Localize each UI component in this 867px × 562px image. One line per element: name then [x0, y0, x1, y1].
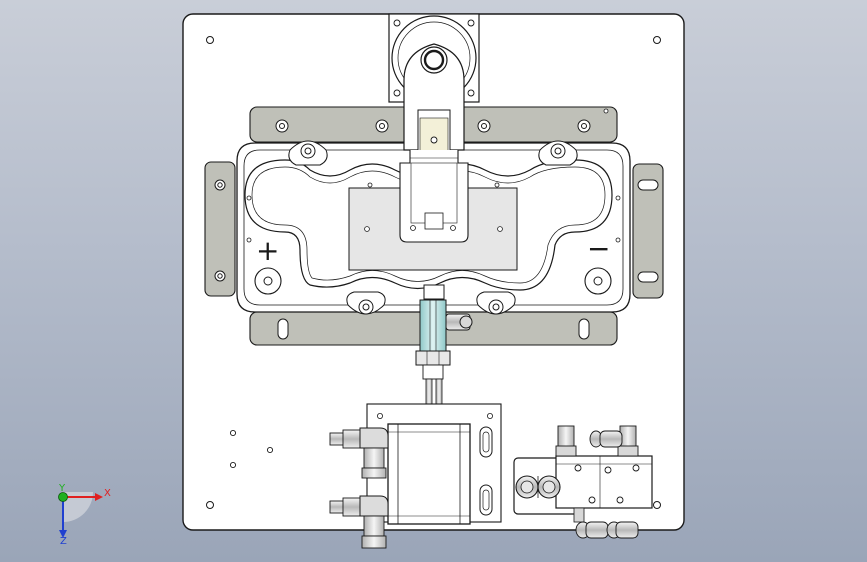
upper-elbow-fitting[interactable]	[329, 427, 389, 479]
x-axis-label: X	[104, 488, 111, 499]
swing-arm[interactable]	[399, 43, 469, 243]
z-axis-label: Z	[60, 536, 67, 547]
negative-sign: −	[587, 232, 610, 265]
valve-bottom-fittings[interactable]	[573, 507, 639, 539]
plate-corner-holes	[206, 36, 661, 509]
window-holes	[364, 226, 503, 232]
plate-extra-holes	[229, 429, 274, 469]
valve-top-fittings[interactable]	[555, 425, 639, 457]
lower-elbow-fitting[interactable]	[329, 495, 389, 549]
left-bracket[interactable]	[204, 161, 236, 297]
negative-terminal[interactable]	[584, 267, 612, 295]
z-arrow-head-icon	[59, 530, 67, 538]
tray-connector	[423, 284, 445, 300]
tube-side-fitting[interactable]	[445, 313, 473, 331]
pneumatic-cylinder[interactable]	[387, 423, 471, 525]
x-arrow-head-icon	[95, 493, 103, 501]
positive-sign: +	[256, 234, 279, 267]
right-bracket[interactable]	[632, 163, 664, 299]
positive-terminal[interactable]	[254, 267, 282, 295]
y-axis-dot-icon	[58, 492, 68, 502]
orientation-triad[interactable]: X Y Z	[58, 483, 111, 547]
solenoid-valve[interactable]	[513, 455, 653, 515]
y-axis-label: Y	[58, 483, 66, 494]
